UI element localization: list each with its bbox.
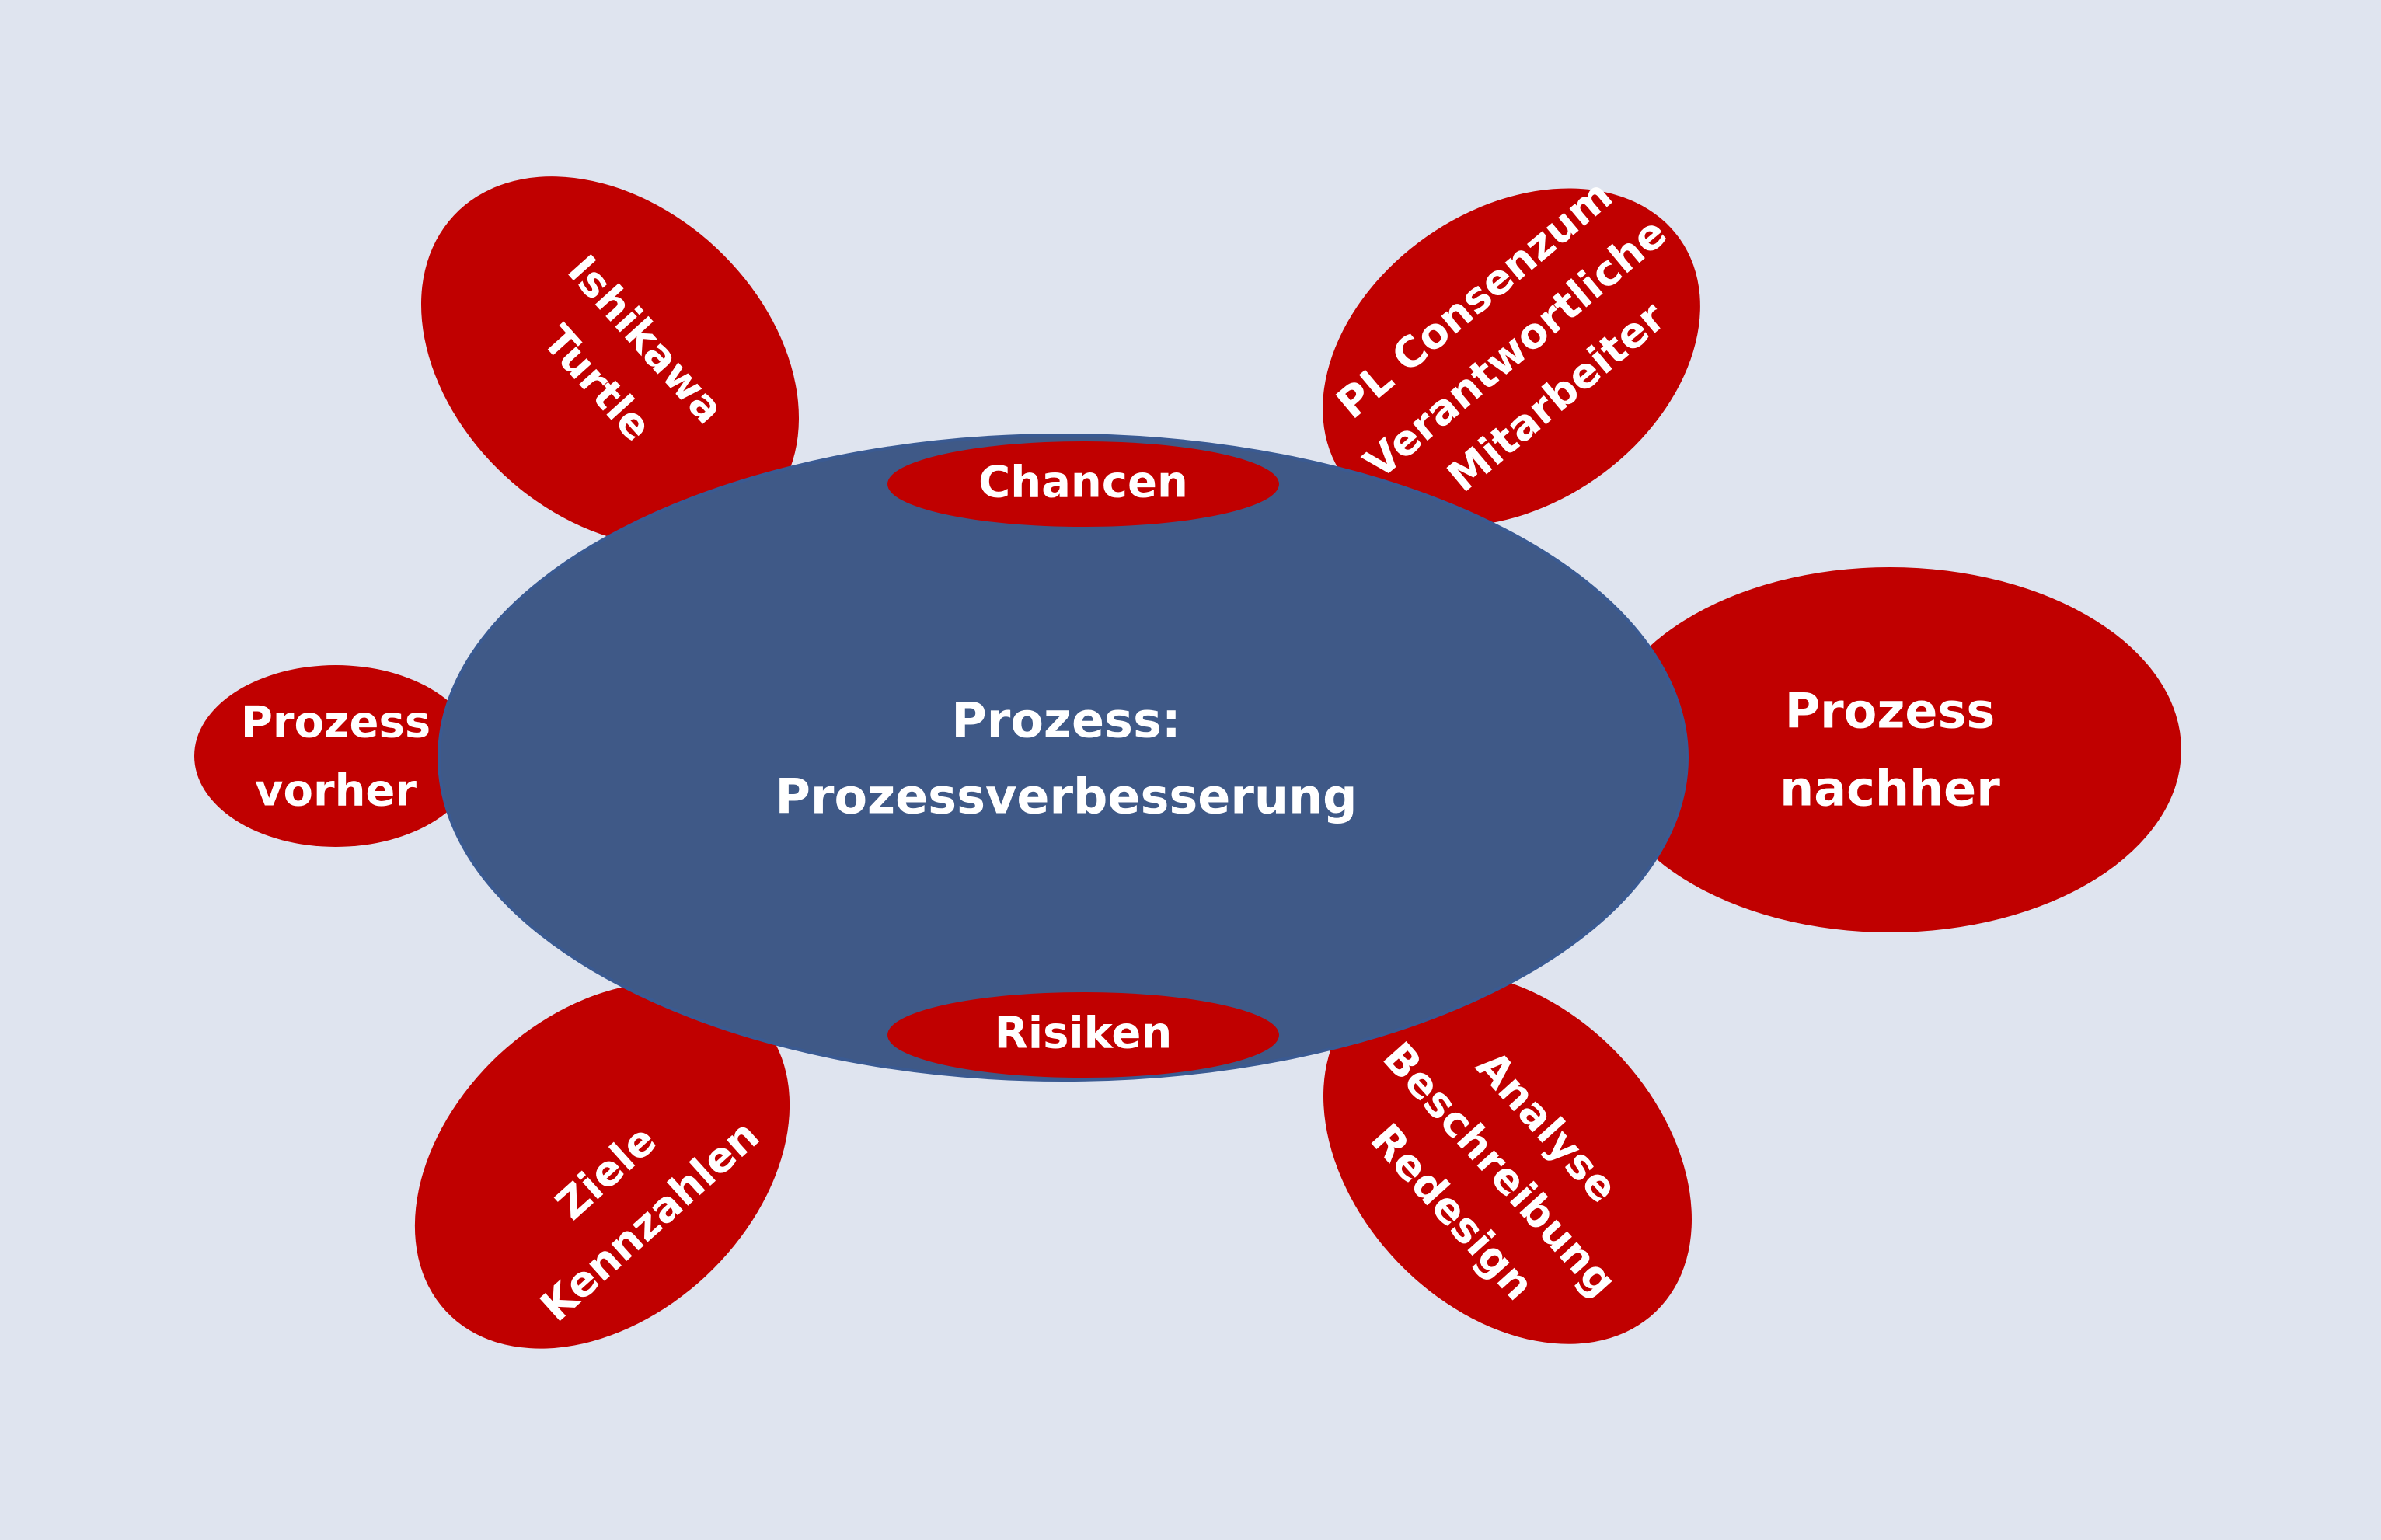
petal-top-left-shape: [420, 176, 800, 546]
petal-top-right-shape: [1323, 188, 1700, 527]
petal-left: [194, 665, 477, 847]
petal-bottom-right: [1323, 971, 1692, 1344]
risiken-badge: [887, 992, 1279, 1078]
chancen-label: Chancen: [978, 458, 1188, 508]
center-title-line1: Prozess:: [951, 692, 1180, 749]
petal-top-right: [1323, 188, 1700, 527]
petal-right-line-2: nachher: [1780, 761, 2000, 817]
risiken-label: Risiken: [995, 1009, 1172, 1059]
petal-right-text: Prozess nachher: [1780, 683, 2000, 817]
center-title-line2: Prozessverbesserung: [775, 768, 1357, 825]
petal-bottom-left: [414, 982, 790, 1349]
petal-left-line-2: vorher: [255, 766, 417, 817]
chancen-badge: [887, 441, 1279, 527]
petal-right-line-1: Prozess: [1785, 683, 1996, 740]
petal-left-text: Prozess vorher: [241, 698, 431, 817]
petal-bottom-left-shape: [414, 982, 790, 1349]
petal-right-shape: [1598, 567, 2181, 932]
petal-top-left: [420, 176, 800, 546]
petal-right: [1598, 567, 2181, 932]
petal-left-line-1: Prozess: [241, 698, 431, 748]
petal-bottom-right-shape: [1323, 971, 1692, 1344]
petal-left-shape: [194, 665, 477, 847]
center-ellipse: [438, 434, 1689, 1082]
